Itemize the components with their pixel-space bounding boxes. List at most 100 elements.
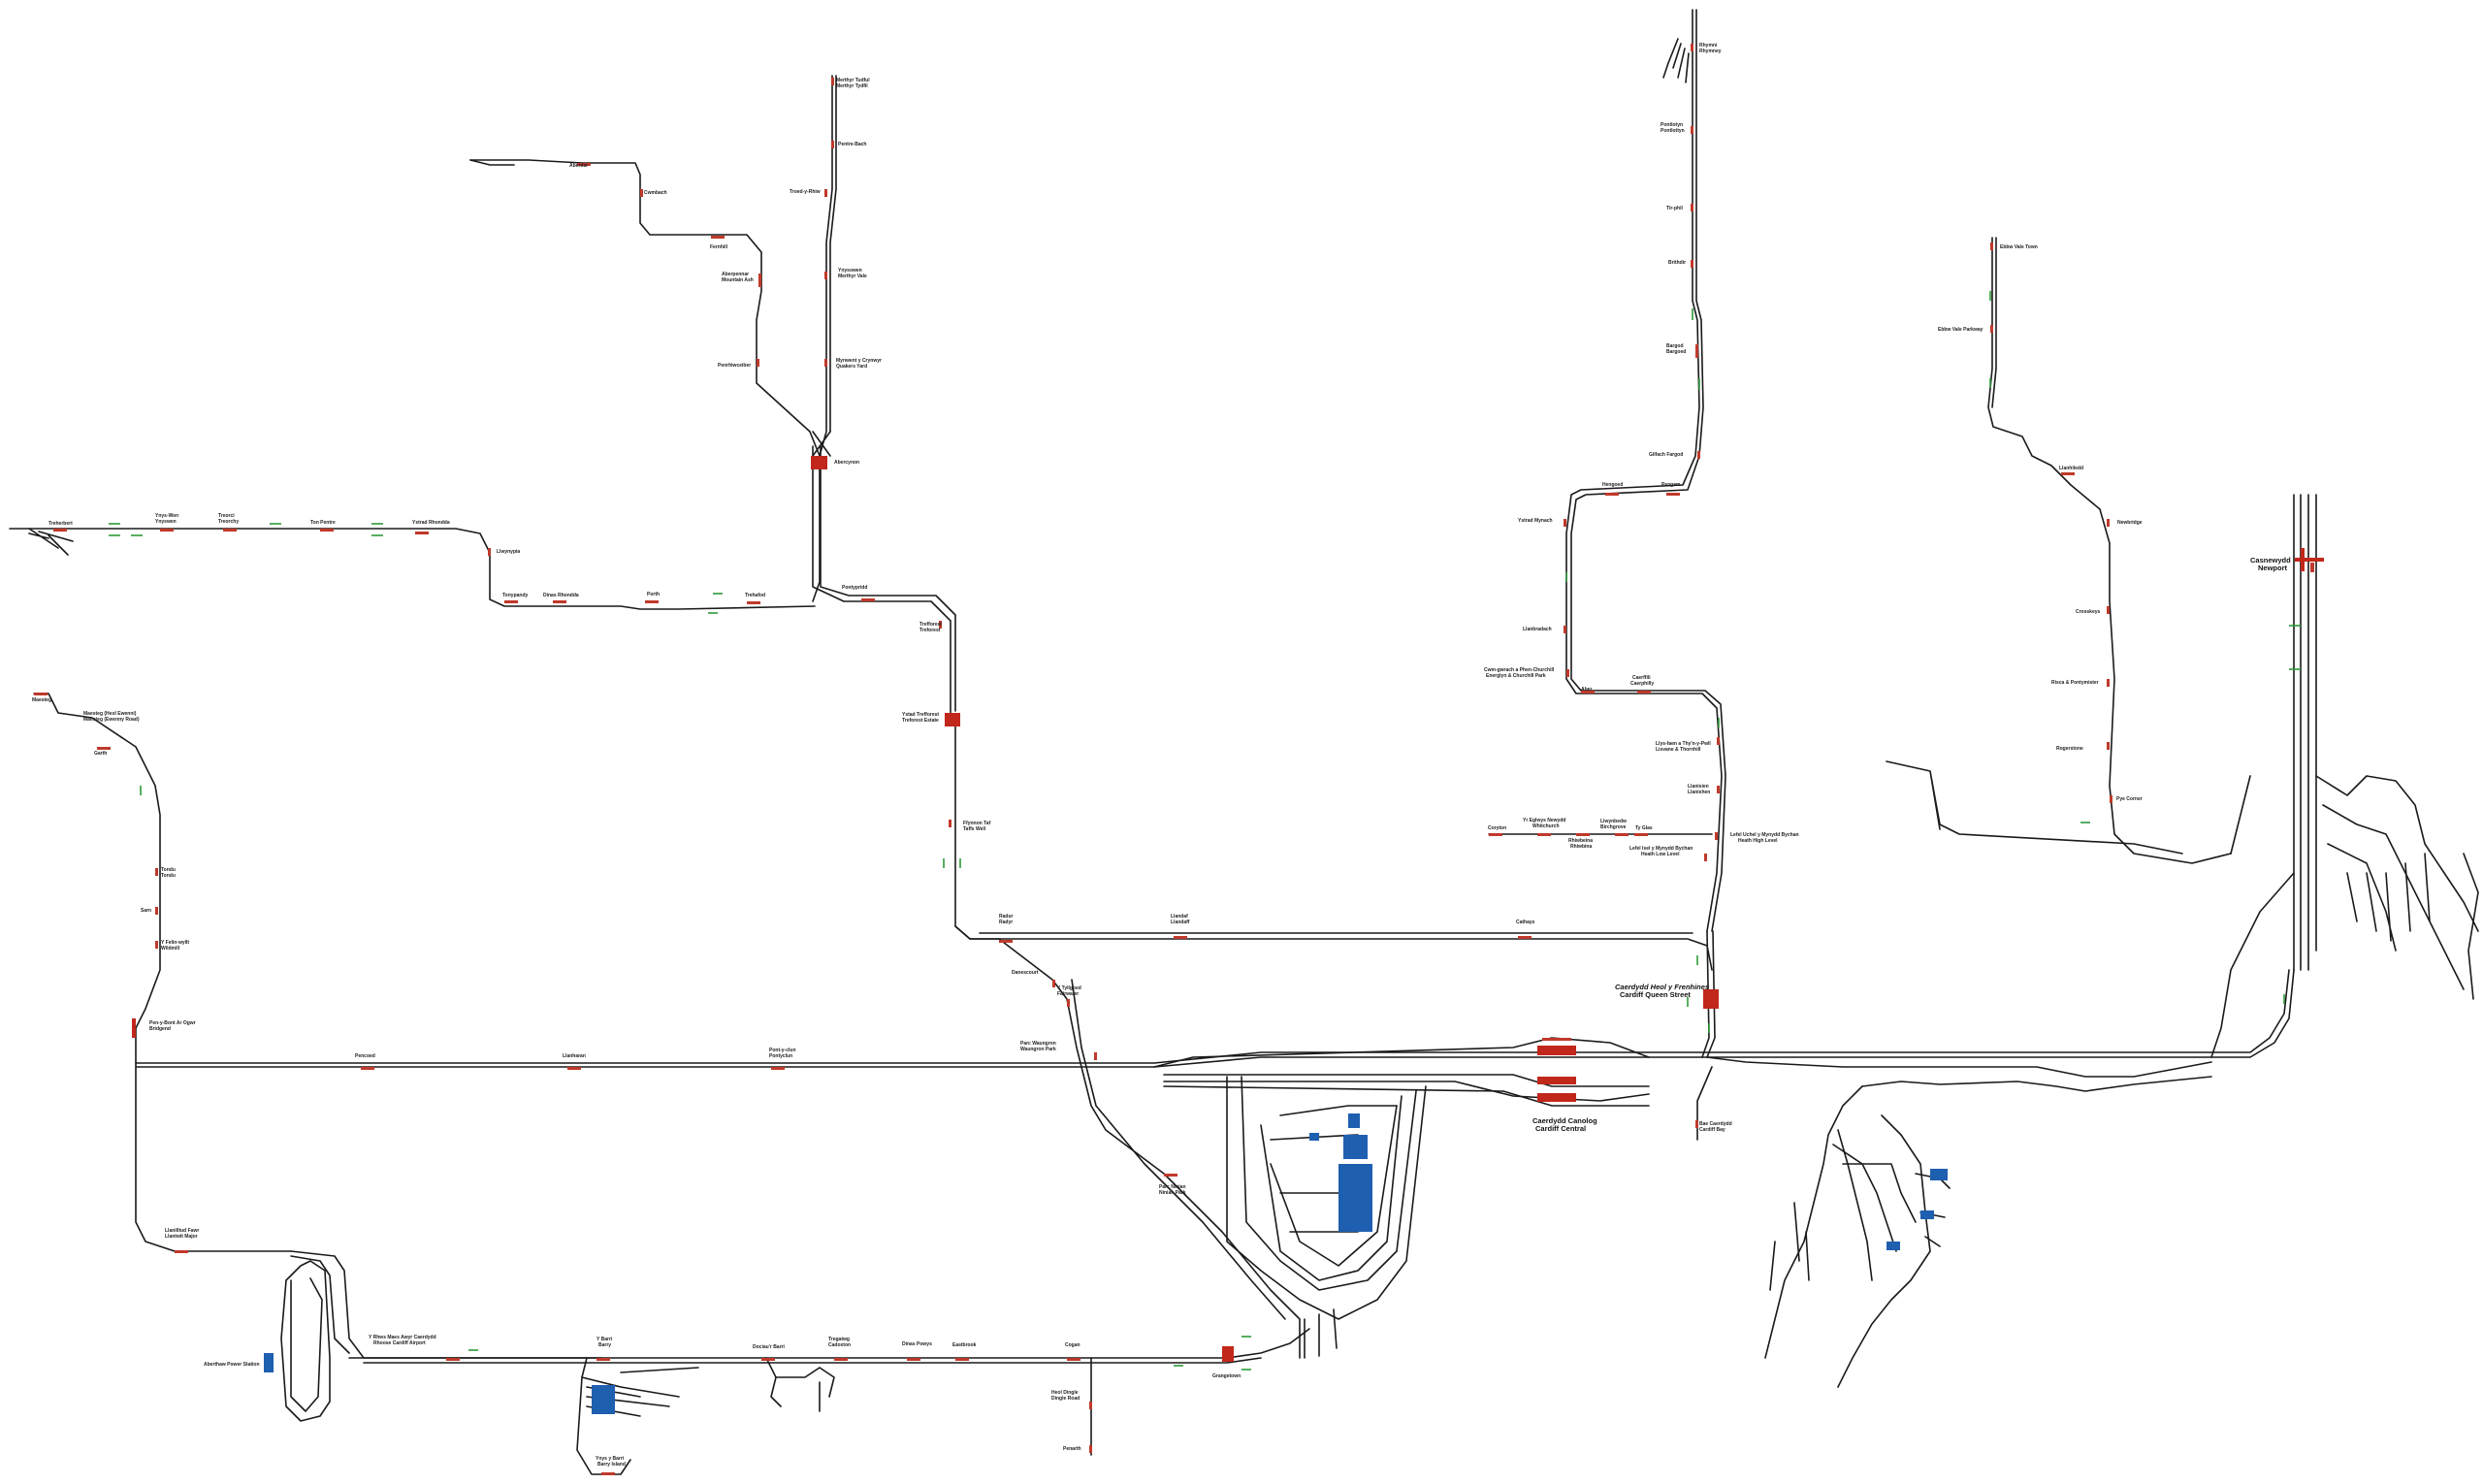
- platform-barry-docks: [761, 1358, 775, 1361]
- label-pontyclun-1: Pont-y-clun: [769, 1048, 796, 1053]
- label-dingle-2: Dingle Road: [1051, 1396, 1080, 1402]
- track-docks-f: [1304, 1308, 1338, 1359]
- platform-llanhilleth: [2061, 472, 2075, 475]
- platform-pontlottyn: [1691, 126, 1693, 134]
- platform-heath-low-level: [1704, 854, 1707, 861]
- platform-bridgend: [132, 1018, 136, 1038]
- label-brithdir: Brithdir: [1668, 260, 1686, 266]
- platform-penarth: [1089, 1445, 1092, 1453]
- platform-quakers-yard: [824, 359, 827, 367]
- label-ebbw-town: Ebbw Vale Town: [2000, 244, 2038, 250]
- platform-aber: [1581, 691, 1595, 694]
- label-penrhiwceiber: Penrhiwceiber: [718, 363, 751, 369]
- label-energlyn-2: Energlyn & Churchill Park: [1486, 673, 1546, 679]
- label-trefforest-1: Trefforest: [919, 622, 942, 628]
- platform-tonypandy: [504, 600, 518, 603]
- label-pye-corner: Pye Corner: [2116, 796, 2143, 802]
- label-tondu-2: Tondu: [161, 873, 176, 879]
- track-central-3: [1163, 1081, 1650, 1102]
- platform-trehafod: [747, 601, 760, 604]
- label-grangetown: Grangetown: [1212, 1373, 1241, 1379]
- label-lisvane-1: Llys-faen a Thy'n-y-Pwll: [1656, 741, 1711, 747]
- platform-layer: [34, 44, 2324, 1475]
- platform-queen-street: [1703, 989, 1719, 1009]
- platform-treorchy: [223, 529, 237, 532]
- platform-treforest-estate: [945, 713, 960, 726]
- track-merthyr: [812, 75, 833, 602]
- platform-treherbert: [53, 529, 67, 532]
- label-energlyn-1: Cwm-gwrach a Phen-Churchill: [1484, 667, 1555, 673]
- track-main-line: [135, 969, 2295, 1068]
- label-trefforest-2: Treforest: [919, 628, 941, 633]
- label-risca: Risca & Pontymister: [2051, 680, 2099, 686]
- platform-gilfach-fargod: [1697, 451, 1700, 459]
- track-east-yard-b: [2322, 804, 2465, 990]
- label-danescourt: Danescourt: [1012, 970, 1039, 976]
- label-queen-st-2: Cardiff Queen Street: [1620, 990, 1691, 999]
- label-maesteg-ewenny-2: Maesteg (Ewenny Road): [83, 717, 140, 723]
- label-whitchurch-2: Whitchurch: [1532, 823, 1560, 829]
- label-maesteg: Maesteg: [32, 697, 51, 703]
- track-docks-d: [1270, 1105, 1398, 1267]
- track-newport-docks-link: [1861, 1076, 2212, 1092]
- platform-llwynypia: [488, 548, 491, 556]
- label-garth: Garth: [94, 751, 107, 757]
- platform-whitchurch: [1537, 833, 1551, 836]
- label-ynyswen-2: Ynyswen: [155, 519, 177, 525]
- label-birchgrove-2: Birchgrove: [1600, 824, 1627, 830]
- track-alexandra-6: [1915, 1173, 1951, 1247]
- label-dinas-rhondda: Dinas Rhondda: [543, 593, 579, 598]
- track-newport-curve: [2210, 775, 2295, 1058]
- platform-cathays: [1518, 936, 1532, 939]
- label-tonypandy: Tonypandy: [502, 593, 529, 598]
- label-pontlottyn-2: Pontlottyn: [1661, 128, 1685, 134]
- track-east-yard-c: [2327, 843, 2431, 952]
- label-ninian-2: Waungron Park: [1020, 1047, 1056, 1052]
- label-pengam: Pengam: [1661, 482, 1681, 488]
- label-barry-2: Barry: [598, 1342, 611, 1348]
- platform-wildmill: [155, 941, 158, 949]
- track-ebbw: [1987, 237, 2232, 864]
- label-pencoed: Pencoed: [355, 1053, 375, 1059]
- platform-pengam: [1666, 493, 1680, 496]
- label-ystrad-mynach: Ystrad Mynach: [1518, 518, 1553, 524]
- platform-danescourt: [1052, 980, 1055, 987]
- label-llandaf-1: Llandaf: [1171, 914, 1188, 919]
- label-aberdar: Aberdar: [569, 163, 588, 169]
- label-gilfach: Gilfach Fargod: [1649, 452, 1683, 458]
- label-penarth: Penarth: [1063, 1446, 1081, 1452]
- label-ffynnon-2: Taffs Well: [963, 826, 986, 832]
- platform-ebbw-vale-town: [1990, 242, 1993, 250]
- platform-merthyr: [831, 78, 834, 85]
- track-aberthaw-inner: [290, 1277, 323, 1412]
- label-porth: Porth: [647, 592, 660, 597]
- platform-newport-3: [2310, 563, 2314, 572]
- track-cross-2: [812, 431, 831, 457]
- platform-treforest: [939, 621, 942, 629]
- label-tirphil: Tir-phil: [1666, 206, 1683, 211]
- label-fairwater-2: Fairwater: [1057, 991, 1079, 997]
- label-whitchurch-1: Yr Eglwys Newydd: [1523, 818, 1565, 823]
- track-central-2: [1163, 1074, 1650, 1087]
- track-alexandra-2: [1837, 1129, 1873, 1281]
- platform-ton-pentre: [320, 529, 334, 532]
- platform-mountain-ash: [758, 274, 761, 287]
- track-east-yard-d: [2463, 853, 2479, 1000]
- platform-pencoed: [361, 1067, 374, 1070]
- label-rhiwbina-1: Rhiwbeina: [1568, 838, 1593, 844]
- label-cardiff-central-2: Cardiff Central: [1535, 1124, 1586, 1133]
- track-alexandra-5: [1837, 1114, 1931, 1388]
- platform-rhiwbina: [1576, 833, 1590, 836]
- label-cogan: Cogan: [1065, 1342, 1080, 1348]
- siding-newport-docks-2: [1920, 1210, 1934, 1219]
- platform-ebbw-vale-parkway: [1990, 325, 1993, 333]
- platform-hengoed: [1605, 493, 1619, 496]
- platform-llandaff: [1174, 936, 1187, 939]
- label-dingle-1: Heol Dingle: [1051, 1390, 1079, 1396]
- platform-bargoed: [1695, 344, 1698, 358]
- label-bargoed-1: Bargod: [1666, 343, 1684, 349]
- platform-cardiff-central-3: [1537, 1093, 1576, 1102]
- platform-risca: [2107, 679, 2110, 687]
- label-wildmill-2: Wildmill: [161, 946, 180, 952]
- platform-coryton: [1489, 833, 1502, 836]
